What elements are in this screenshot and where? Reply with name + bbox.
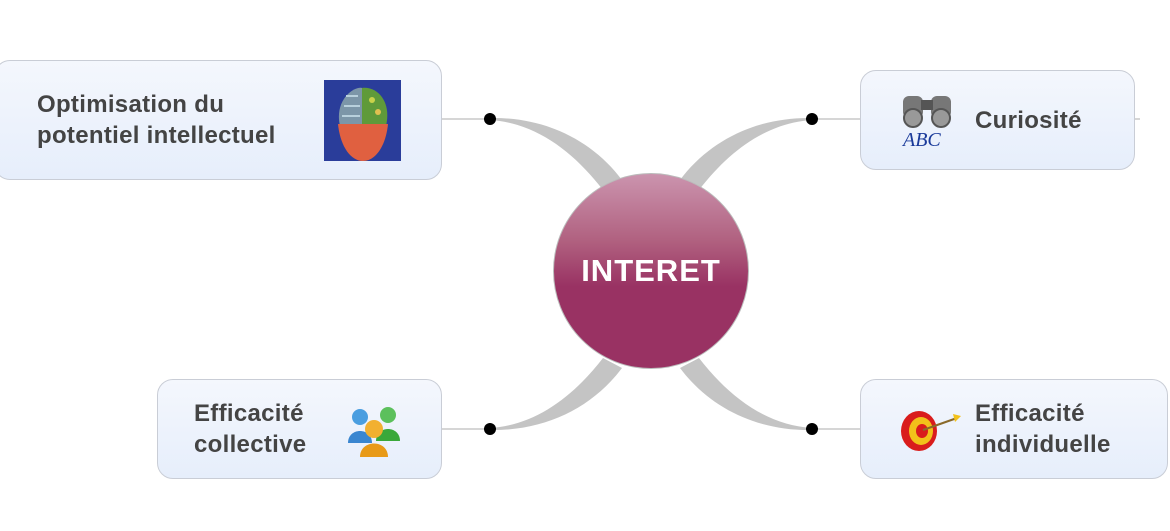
topic-label-line: Efficacité bbox=[194, 400, 304, 427]
topic-label: Efficacité individuelle bbox=[975, 398, 1111, 460]
topic-label-line: Efficacité bbox=[975, 400, 1085, 427]
people-group-icon bbox=[348, 407, 400, 457]
binoculars-abc-icon: ABC bbox=[901, 96, 951, 150]
topic-label-line: potentiel intellectuel bbox=[37, 122, 276, 149]
connector-dot bbox=[484, 113, 496, 125]
branch-bottom-right bbox=[680, 358, 812, 431]
topic-curiosite[interactable]: ABC Curiosité bbox=[860, 70, 1135, 170]
connector-dot bbox=[484, 423, 496, 435]
target-icon bbox=[901, 411, 961, 451]
brain-image bbox=[324, 79, 401, 161]
topic-label: Curiosité bbox=[975, 106, 1082, 134]
topic-label-line: individuelle bbox=[975, 431, 1111, 458]
branch-bottom-left bbox=[490, 358, 622, 431]
connector-dot bbox=[806, 113, 818, 125]
connector-dot bbox=[806, 423, 818, 435]
svg-text:ABC: ABC bbox=[901, 129, 941, 150]
branch-top-right bbox=[680, 117, 812, 190]
topic-label-line: collective bbox=[194, 431, 307, 458]
topic-efficacite-individuelle[interactable]: Efficacité individuelle bbox=[860, 379, 1168, 479]
branch-top-left bbox=[490, 117, 622, 190]
topic-label-line: Optimisation du bbox=[37, 91, 225, 118]
topic-efficacite-collective[interactable]: Efficacité collective bbox=[157, 379, 442, 479]
topic-label: Efficacité collective bbox=[194, 398, 346, 460]
central-topic[interactable]: INTERET bbox=[553, 173, 749, 369]
topic-optimisation[interactable]: Optimisation du potentiel intellectuel bbox=[0, 60, 442, 180]
topic-label: Optimisation du potentiel intellectuel bbox=[37, 89, 322, 151]
central-topic-label: INTERET bbox=[581, 253, 721, 288]
